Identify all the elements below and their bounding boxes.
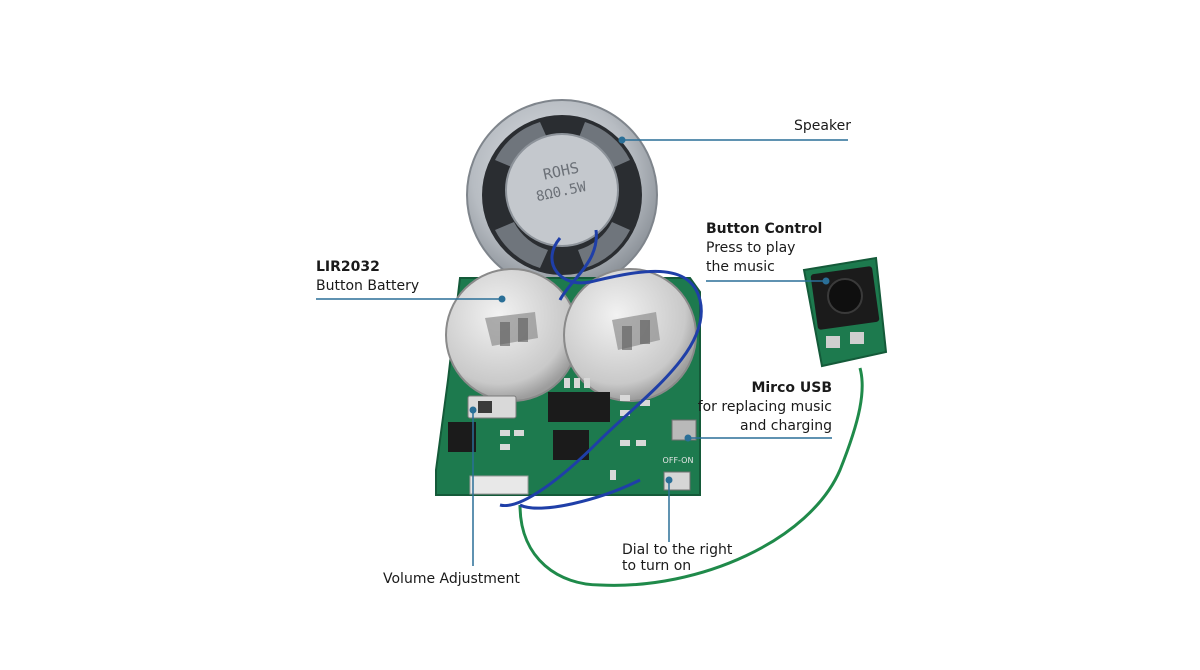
button-control-title: Button Control <box>706 221 823 237</box>
micro-usb-port <box>671 419 697 441</box>
wire-connector <box>469 475 529 495</box>
main-pcb: OFF-ON <box>435 268 701 496</box>
battery-subtitle: Button Battery <box>316 278 420 294</box>
usb-title: Mirco USB <box>751 380 832 396</box>
dial-line-2: to turn on <box>622 558 692 574</box>
ic-chip-main <box>548 392 610 422</box>
button-module <box>802 256 888 368</box>
button-control-line-1: Press to play <box>706 240 796 256</box>
switch-marking: OFF-ON <box>663 456 694 465</box>
speaker-label: Speaker <box>794 118 851 134</box>
battery-title: LIR2032 <box>316 259 380 275</box>
speaker-magnet <box>505 133 619 247</box>
lir2032-battery-left <box>445 268 579 402</box>
leader-dots <box>469 136 830 484</box>
speaker: ROHS 8Ω0.5W <box>466 99 658 291</box>
wires <box>499 229 864 587</box>
lir2032-battery-right <box>563 268 697 402</box>
dial-line-1: Dial to the right <box>622 542 733 558</box>
volume-label: Volume Adjustment <box>383 571 520 587</box>
leader-lines <box>316 139 848 566</box>
usb-line-2: and charging <box>740 418 832 434</box>
button-control-line-2: the music <box>706 259 775 275</box>
ic-chip-left <box>448 422 476 452</box>
push-button <box>827 278 863 314</box>
usb-line-1: for replacing music <box>697 399 832 415</box>
power-dial-switch <box>663 471 691 491</box>
